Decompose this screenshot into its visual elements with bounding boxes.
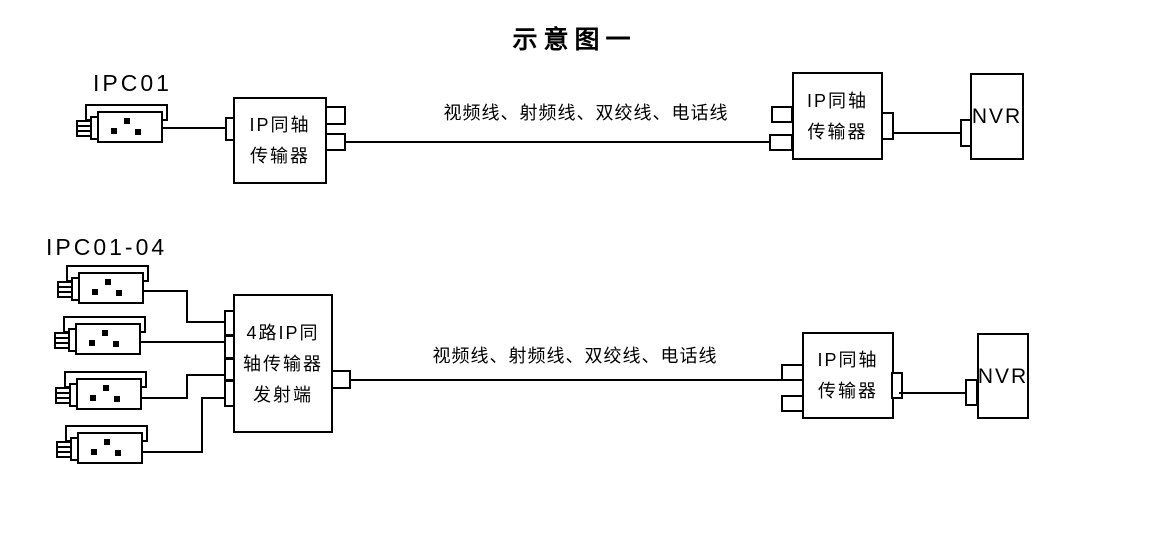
port [781,364,804,381]
camera-dot [116,290,122,296]
wire [201,397,203,453]
camera-dot [89,340,95,346]
wire [140,397,188,399]
wire [163,127,226,129]
transmitter-label: IP同轴 [806,90,868,111]
camera-dot [91,449,97,455]
ip-camera-icon [76,103,170,151]
camera-body [75,323,141,355]
camera-dot [135,129,141,135]
camera-group-label-bottom: IPC01-04 [46,234,168,260]
transmitter-label: 传输器 [807,121,868,142]
wire [344,141,771,143]
cable-types-label: 视频线、射频线、双绞线、电话线 [432,346,718,366]
camera-dot [102,330,108,336]
camera-dot [124,118,130,124]
ip-camera-icon [56,424,150,472]
ip-coax-transmitter-box: IP同轴 传输器 [802,332,894,419]
wire [893,132,962,134]
camera-body [76,378,142,410]
camera-dot [92,289,98,295]
wire [186,290,188,323]
nvr-box: NVR [977,333,1029,419]
wire [899,392,968,394]
camera-dot [113,341,119,347]
transmitter-label: IP同轴 [249,115,311,135]
camera-body [77,432,143,464]
ip-camera-icon [55,370,149,418]
wire [139,341,226,343]
wire [142,290,188,292]
wire [141,451,203,453]
camera-dot [103,385,109,391]
ip-camera-icon [57,264,151,312]
camera-dot [104,439,110,445]
wire [186,321,226,323]
port [781,395,804,412]
4ch-ip-coax-transmitter-box: 4路IP同 轴传输器 发射端 [233,294,333,433]
port [881,112,894,140]
port [769,134,793,151]
nvr-box: NVR [970,73,1024,160]
wire [186,374,188,399]
nvr-label: NVR [977,364,1029,388]
cable-types-label: 视频线、射频线、双绞线、电话线 [443,103,729,123]
transmitter-label: 传输器 [818,381,878,401]
port [891,372,903,399]
camera-dot [90,395,96,401]
camera-group-label-top: IPC01 [93,70,172,96]
ip-coax-transmitter-box: IP同轴 传输器 [792,72,883,160]
port [771,106,793,123]
camera-dot [115,450,121,456]
transmitter-label: 轴传输器 [243,353,323,374]
camera-body [78,272,144,304]
wire [186,374,226,376]
nvr-label: NVR [971,105,1023,128]
camera-dot [111,128,117,134]
port [325,133,346,151]
wire [350,379,803,381]
transmitter-label: 4路IP同 [246,322,320,343]
camera-dot [114,396,120,402]
port [331,370,351,389]
diagram-title: 示意图一 [512,26,637,54]
camera-body [97,111,163,143]
ip-coax-transmitter-box: IP同轴 传输器 [233,97,327,184]
transmitter-label: 发射端 [253,384,313,405]
wire [201,397,227,399]
ip-camera-icon [54,315,148,363]
transmitter-label: IP同轴 [817,350,879,370]
port [325,106,346,125]
camera-dot [105,279,111,285]
transmitter-label: 传输器 [250,146,310,166]
